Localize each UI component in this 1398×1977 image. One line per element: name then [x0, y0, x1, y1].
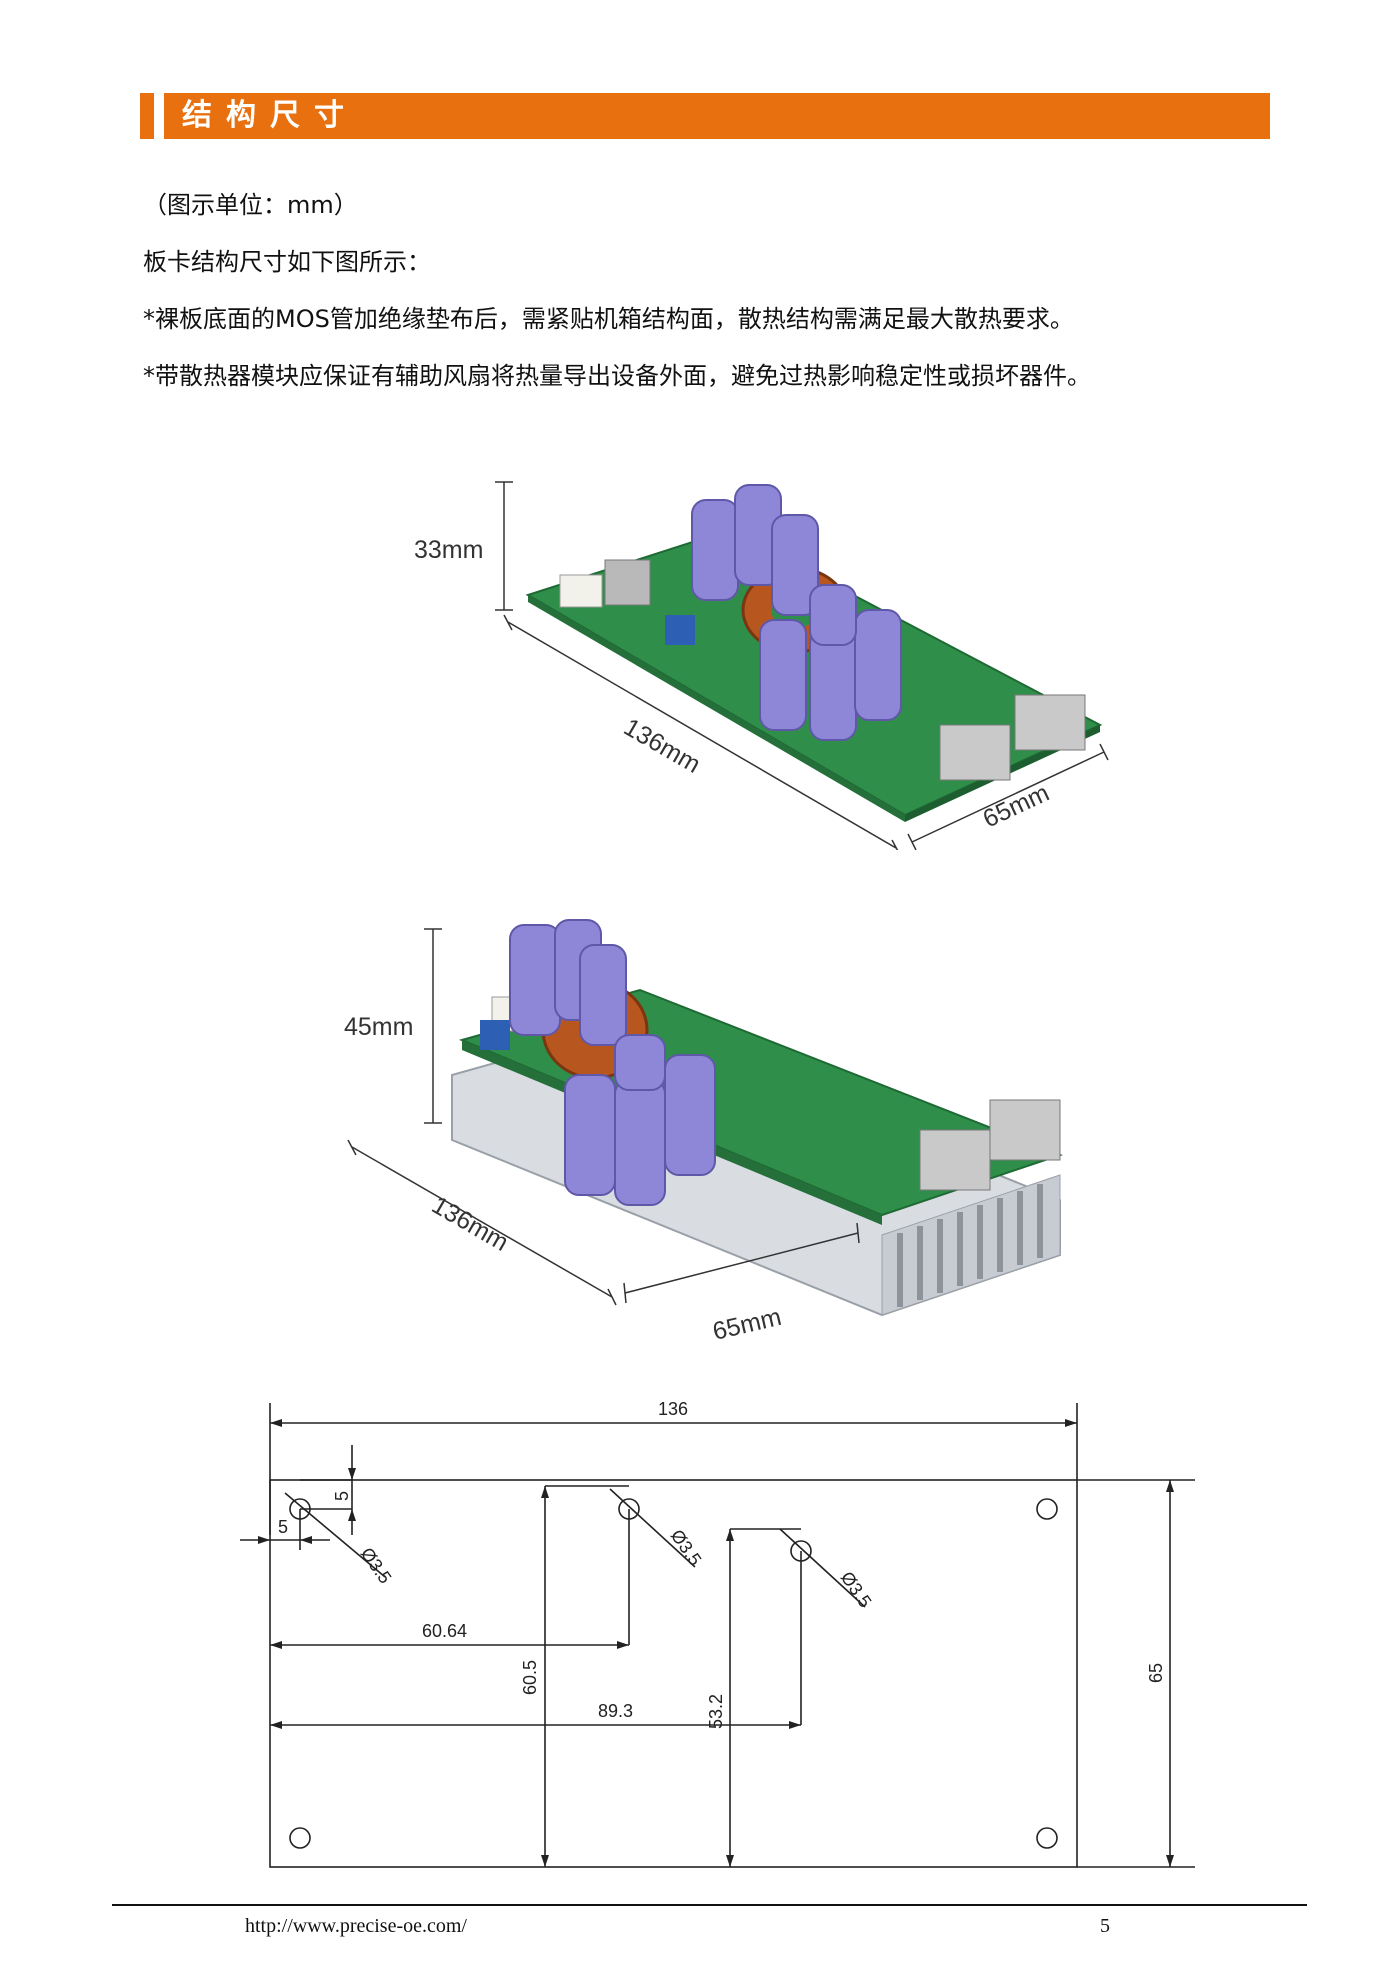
dimension-drawing: 136 65 5 5 Ø3.5 Ø3.5 Ø3.5 60.64 60.5 89.…	[240, 1399, 1195, 1868]
overall-width-label: 65	[1146, 1663, 1166, 1683]
intro-line-3: *带散热器模块应保证有辅助风扇将热量导出设备外面，避免过热影响稳定性或损坏器件。	[143, 362, 1091, 390]
hole-3-y-label: 53.2	[706, 1694, 726, 1729]
hole-4-icon	[1036, 1498, 1058, 1520]
intro-line-1: 板卡结构尺寸如下图所示：	[143, 248, 431, 276]
edge-offset-top-label: 5	[332, 1491, 352, 1501]
hole-3-diameter-label: Ø3.5	[837, 1568, 876, 1611]
height-dimension-2	[424, 928, 442, 1124]
hole-1-diameter-label: Ø3.5	[357, 1544, 396, 1587]
height-label-2: 45mm	[344, 1013, 413, 1041]
height-dimension	[495, 481, 513, 611]
hole-3-x-label: 89.3	[598, 1701, 633, 1721]
width-label: 65mm	[979, 779, 1054, 834]
header-accent	[140, 93, 154, 139]
width-label-2: 65mm	[710, 1303, 784, 1345]
length-label-2: 136mm	[427, 1191, 513, 1257]
capacitors	[691, 484, 902, 741]
capacitors-2	[509, 919, 716, 1206]
heatsink-board-figure: 45mm 136mm 65mm	[344, 919, 1063, 1345]
unit-note: （图示单位：mm）	[143, 191, 358, 219]
hole-2-diameter-label: Ø3.5	[667, 1526, 706, 1569]
hole-2-x-label: 60.64	[422, 1621, 467, 1641]
footer-rule	[112, 1904, 1307, 1906]
hole-6-icon	[1036, 1827, 1058, 1849]
edge-offset-left-label: 5	[278, 1517, 288, 1537]
board-outline	[269, 1479, 1078, 1868]
length-dimension	[503, 614, 899, 850]
width-dimension	[907, 743, 1109, 850]
footer-url-link[interactable]: http://www.precise-oe.com/	[245, 1915, 467, 1937]
intro-line-2: *裸板底面的MOS管加绝缘垫布后，需紧贴机箱结构面，散热结构需满足最大散热要求。	[143, 305, 1074, 333]
length-dimension-2	[347, 1139, 617, 1306]
hole-2-y-label: 60.5	[520, 1660, 540, 1695]
header-gap	[154, 93, 164, 139]
bare-board-figure: 33mm 136mm 65mm	[414, 481, 1109, 850]
section-title: 结构尺寸	[182, 98, 358, 133]
page-number: 5	[1100, 1915, 1110, 1937]
section-header-bar	[164, 93, 1270, 139]
overall-length-label: 136	[658, 1399, 688, 1419]
length-label: 136mm	[619, 713, 705, 779]
width-dimension-2	[623, 1222, 860, 1304]
hole-5-icon	[289, 1827, 311, 1849]
height-label: 33mm	[414, 536, 483, 564]
